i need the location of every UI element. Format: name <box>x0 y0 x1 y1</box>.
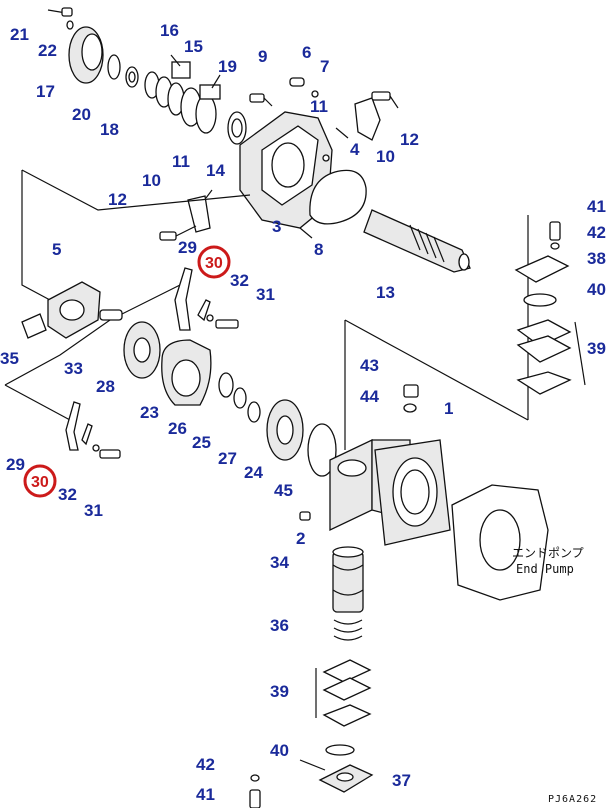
callout-18: 18 <box>100 120 119 139</box>
callout-31-lower: 31 <box>84 501 103 520</box>
callout-8: 8 <box>314 240 323 259</box>
callout-6: 6 <box>302 43 311 62</box>
callout-33: 33 <box>64 359 83 378</box>
callout-40-upper: 40 <box>587 280 606 299</box>
main-cover <box>239 93 333 239</box>
callout-39-lower: 39 <box>270 682 289 701</box>
callout-22: 22 <box>38 41 57 60</box>
callout-20: 20 <box>72 105 91 124</box>
callout-16: 16 <box>160 21 179 40</box>
callout-14: 14 <box>206 161 225 180</box>
callout-15: 15 <box>184 37 203 56</box>
hub-assembly <box>47 7 139 88</box>
highlight-ring-lower <box>23 464 57 498</box>
callout-45: 45 <box>274 481 293 500</box>
drawing-code: PJ6A262 <box>548 794 597 805</box>
end-pump-label-jp: エンドポンプ <box>512 546 584 560</box>
callout-29-upper: 29 <box>178 238 197 257</box>
frame-lines <box>4 169 529 771</box>
highlight-30-lower: 30 <box>31 474 49 491</box>
highlight-ring-upper <box>197 245 231 279</box>
callout-35: 35 <box>0 349 19 368</box>
lever-29-upper <box>174 267 239 331</box>
bearing-stack <box>144 54 247 145</box>
end-pump-outline <box>451 484 549 601</box>
highlight-30-upper: 30 <box>205 255 223 272</box>
pins-upper <box>289 77 399 162</box>
callout-1: 1 <box>444 399 453 418</box>
callout-37: 37 <box>392 771 411 790</box>
callout-36: 36 <box>270 616 289 635</box>
o-ring-8 <box>309 169 367 225</box>
cylinder-block <box>123 321 337 477</box>
callout-31-upper: 31 <box>256 285 275 304</box>
callout-11-lower: 11 <box>172 152 190 171</box>
lower-stack <box>249 546 374 808</box>
callout-11-upper: 11 <box>310 97 328 116</box>
callout-17: 17 <box>36 82 55 101</box>
bracket-left <box>159 189 213 241</box>
callout-4: 4 <box>350 140 360 159</box>
callout-2: 2 <box>296 529 305 548</box>
callout-13: 13 <box>376 283 395 302</box>
callout-43: 43 <box>360 356 379 375</box>
callout-41-upper: 41 <box>587 197 606 216</box>
callout-9: 9 <box>258 47 267 66</box>
callout-24: 24 <box>244 463 263 482</box>
callout-10-lower: 10 <box>142 171 161 190</box>
plate-5 <box>21 281 123 339</box>
callout-23: 23 <box>140 403 159 422</box>
callout-3: 3 <box>272 217 281 236</box>
callout-26: 26 <box>168 419 187 438</box>
callout-34: 34 <box>270 553 289 572</box>
callout-12-upper: 12 <box>400 130 419 149</box>
callout-27: 27 <box>218 449 237 468</box>
shaft-13 <box>363 209 471 273</box>
end-pump-label-en: End Pump <box>516 562 574 576</box>
callout-41-lower: 41 <box>196 785 215 804</box>
callout-40-lower: 40 <box>270 741 289 760</box>
callout-21: 21 <box>10 25 29 44</box>
callout-28: 28 <box>96 377 115 396</box>
callout-32-lower: 32 <box>58 485 77 504</box>
callout-5: 5 <box>52 240 61 259</box>
seal-kit-upper <box>514 221 586 395</box>
callout-12-lower: 12 <box>108 190 127 209</box>
callout-42-lower: 42 <box>196 755 215 774</box>
callout-42-upper: 42 <box>587 223 606 242</box>
callout-29-lower: 29 <box>6 455 25 474</box>
lever-29-lower <box>65 401 121 459</box>
callout-38: 38 <box>587 249 606 268</box>
callout-7: 7 <box>320 57 329 76</box>
callout-25: 25 <box>192 433 211 452</box>
callout-44: 44 <box>360 387 379 406</box>
callout-19: 19 <box>218 57 237 76</box>
callout-39-upper: 39 <box>587 339 606 358</box>
pump-body <box>299 384 451 546</box>
callout-32-upper: 32 <box>230 271 249 290</box>
callout-10-upper: 10 <box>376 147 395 166</box>
